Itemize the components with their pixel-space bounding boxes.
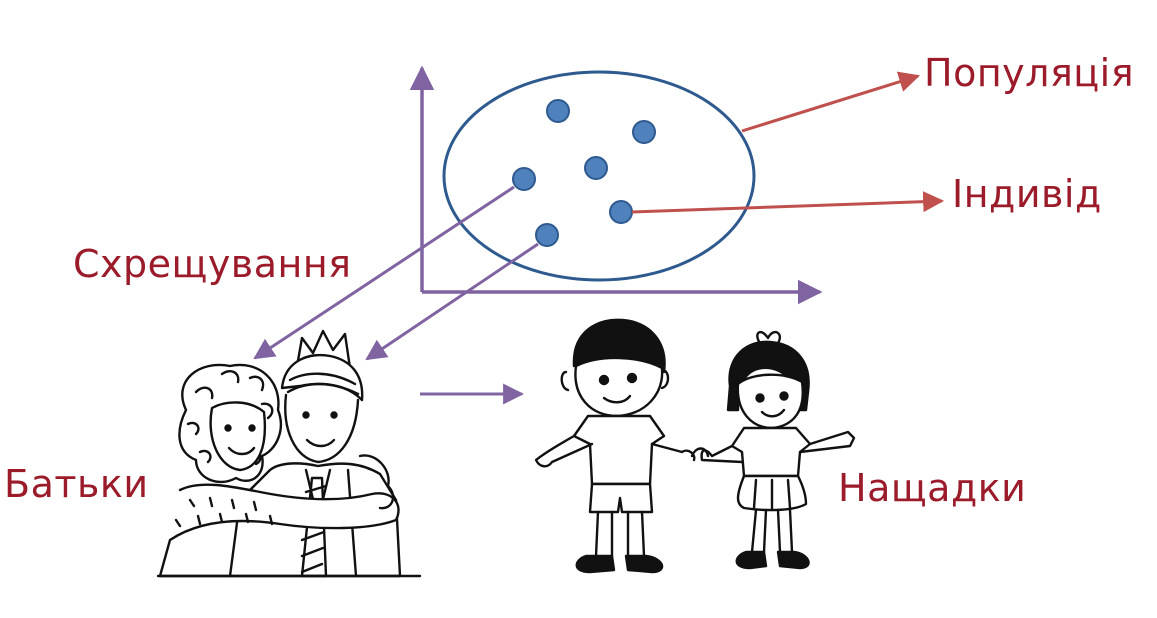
offspring-icon bbox=[534, 318, 856, 574]
individual-dot bbox=[609, 200, 633, 224]
individual-label: Індивід bbox=[952, 172, 1102, 216]
parents-label: Батьки bbox=[4, 462, 149, 506]
individual-dot bbox=[512, 167, 536, 191]
crossover-arrow-1 bbox=[253, 185, 515, 360]
individual-arrow bbox=[631, 191, 945, 214]
individual-dot bbox=[535, 223, 559, 247]
individual-dot bbox=[546, 99, 570, 123]
crossover-label: Схрещування bbox=[73, 242, 352, 286]
individual-dots bbox=[512, 99, 656, 247]
population-arrow bbox=[741, 71, 921, 133]
individual-dot bbox=[584, 156, 608, 180]
axes bbox=[409, 65, 823, 305]
crossover-arrow-2 bbox=[365, 242, 539, 361]
population-label: Популяція bbox=[924, 51, 1135, 95]
individual-dot bbox=[632, 120, 656, 144]
offspring-label: Нащадки bbox=[838, 466, 1027, 510]
parents-icon bbox=[156, 329, 422, 578]
population-ellipse bbox=[442, 70, 756, 282]
